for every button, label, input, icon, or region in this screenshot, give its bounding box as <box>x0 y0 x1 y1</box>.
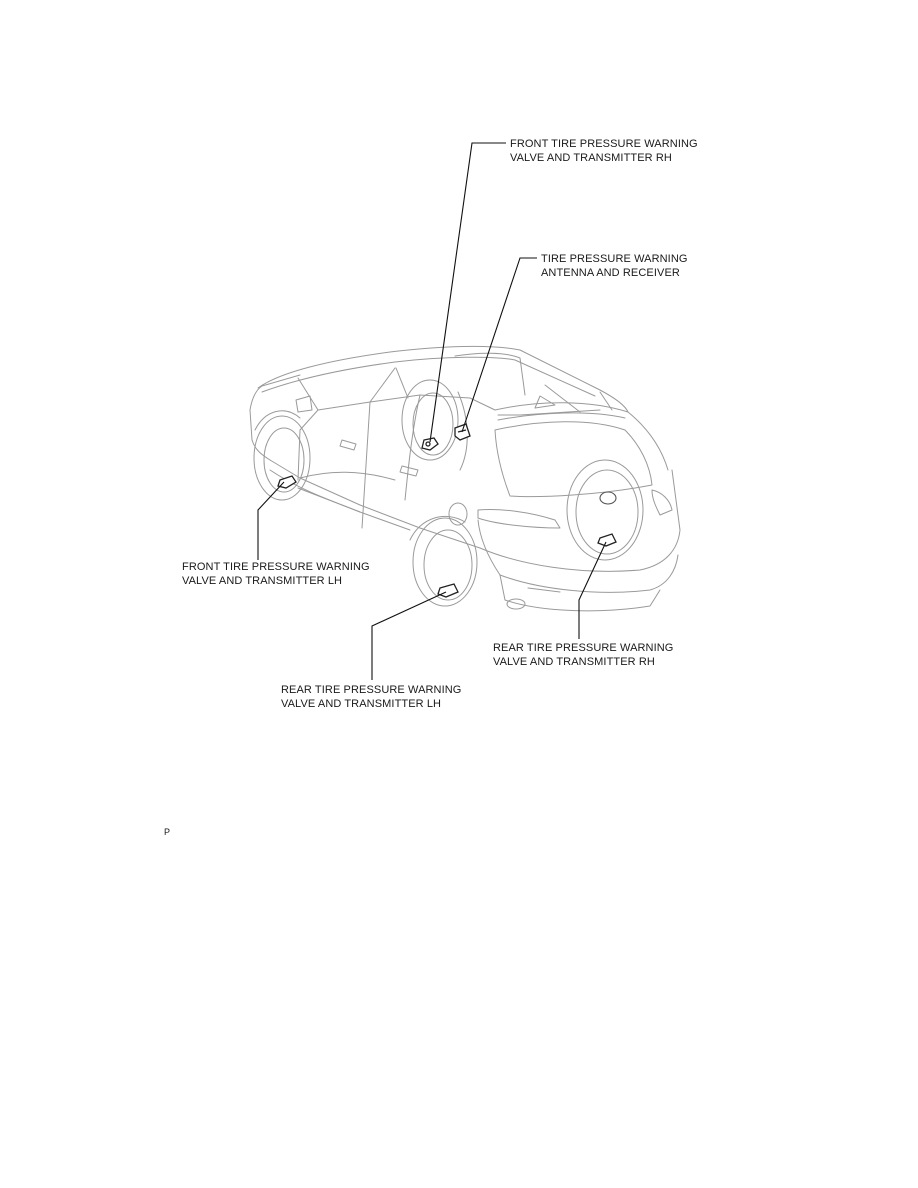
label-receiver-line2: ANTENNA AND RECEIVER <box>541 267 680 279</box>
leader-rear-rh <box>578 541 607 639</box>
label-receiver-line1: TIRE PRESSURE WARNING <box>541 253 688 265</box>
label-front-tire-pressure-lh: FRONT TIRE PRESSURE WARNING VALVE AND TR… <box>182 560 370 588</box>
leader-rear-lh <box>371 591 447 680</box>
label-front-lh-line2: VALVE AND TRANSMITTER LH <box>182 575 343 587</box>
rear-lh-transmitter <box>437 583 459 598</box>
leader-front-lh <box>257 481 285 560</box>
label-rear-rh-line2: VALVE AND TRANSMITTER RH <box>493 656 655 668</box>
leader-front-rh <box>429 142 506 443</box>
label-antenna-receiver: TIRE PRESSURE WARNING ANTENNA AND RECEIV… <box>541 252 688 280</box>
leader-receiver <box>461 257 537 433</box>
label-rear-lh-line2: VALVE AND TRANSMITTER LH <box>281 698 442 710</box>
label-rear-lh-line1: REAR TIRE PRESSURE WARNING <box>281 684 462 696</box>
label-front-rh-line2: VALVE AND TRANSMITTER RH <box>510 152 672 164</box>
front-lh-transmitter <box>277 475 297 489</box>
label-front-lh-line1: FRONT TIRE PRESSURE WARNING <box>182 561 370 573</box>
front-rh-transmitter <box>421 437 439 451</box>
label-rear-tire-pressure-lh: REAR TIRE PRESSURE WARNING VALVE AND TRA… <box>281 683 461 711</box>
label-rear-tire-pressure-rh: REAR TIRE PRESSURE WARNING VALVE AND TRA… <box>493 641 673 669</box>
rear-rh-transmitter <box>597 533 617 547</box>
vehicle-body <box>249 345 681 612</box>
label-front-rh-line1: FRONT TIRE PRESSURE WARNING <box>510 138 698 150</box>
leader-lines <box>257 142 607 680</box>
label-front-tire-pressure-rh: FRONT TIRE PRESSURE WARNING VALVE AND TR… <box>510 137 698 165</box>
label-rear-rh-line1: REAR TIRE PRESSURE WARNING <box>493 642 674 654</box>
page-mark: P <box>164 827 171 837</box>
